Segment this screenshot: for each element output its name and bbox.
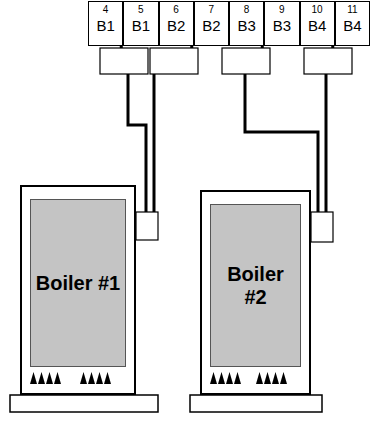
terminal-label: B3: [273, 17, 291, 34]
plug-block: [222, 48, 270, 74]
boiler-base: [190, 395, 322, 412]
terminal-number: 4: [103, 4, 109, 16]
terminal-label: B3: [237, 17, 255, 34]
flame: [30, 372, 37, 384]
flame: [280, 372, 287, 384]
terminal-cell: 7B2: [194, 1, 229, 46]
terminal-cell: 11B4: [335, 1, 370, 46]
terminal-number: 10: [312, 4, 323, 16]
plug-block: [150, 48, 198, 74]
boiler-connector: [136, 212, 158, 240]
boiler-base: [10, 395, 158, 412]
burner-flames: [30, 372, 287, 384]
terminal-label: B2: [202, 17, 220, 34]
terminal-number: 7: [209, 4, 215, 16]
boiler-panel: Boiler #2: [210, 204, 301, 367]
terminal-cell: 10B4: [300, 1, 335, 46]
flame: [88, 372, 95, 384]
plug-block: [100, 48, 148, 74]
terminal-label: B1: [96, 17, 114, 34]
flame: [54, 372, 61, 384]
boiler-bases: [10, 395, 322, 412]
flame: [272, 372, 279, 384]
flame: [80, 372, 87, 384]
flame: [218, 372, 225, 384]
terminal-label: B1: [132, 17, 150, 34]
boiler-box: Boiler #1: [20, 185, 136, 395]
boiler-connector: [311, 212, 333, 242]
terminal-cell: 8B3: [229, 1, 264, 46]
boiler-label: Boiler #1: [32, 272, 124, 295]
terminal-label: B2: [167, 17, 185, 34]
flame: [226, 372, 233, 384]
terminal-cell: 4B1: [88, 1, 123, 46]
terminal-label: B4: [308, 17, 326, 34]
boiler-label: Boiler #2: [211, 263, 300, 309]
terminal-cell: 5B1: [123, 1, 158, 46]
flame: [96, 372, 103, 384]
terminal-cell: 9B3: [264, 1, 299, 46]
boiler-panel: Boiler #1: [30, 199, 126, 367]
flame: [256, 372, 263, 384]
flame: [210, 372, 217, 384]
terminal-number: 9: [279, 4, 285, 16]
terminal-number: 5: [138, 4, 144, 16]
terminal-cell: 6B2: [159, 1, 194, 46]
flame: [234, 372, 241, 384]
terminal-number: 11: [347, 4, 357, 16]
flame: [38, 372, 45, 384]
flame: [46, 372, 53, 384]
terminal-label: B4: [343, 17, 361, 34]
terminal-plugs: [100, 48, 352, 74]
flame: [264, 372, 271, 384]
terminal-number: 8: [244, 4, 250, 16]
boiler-box: Boiler #2: [200, 190, 311, 395]
terminal-number: 6: [173, 4, 179, 16]
plug-block: [304, 48, 352, 74]
flame: [104, 372, 111, 384]
